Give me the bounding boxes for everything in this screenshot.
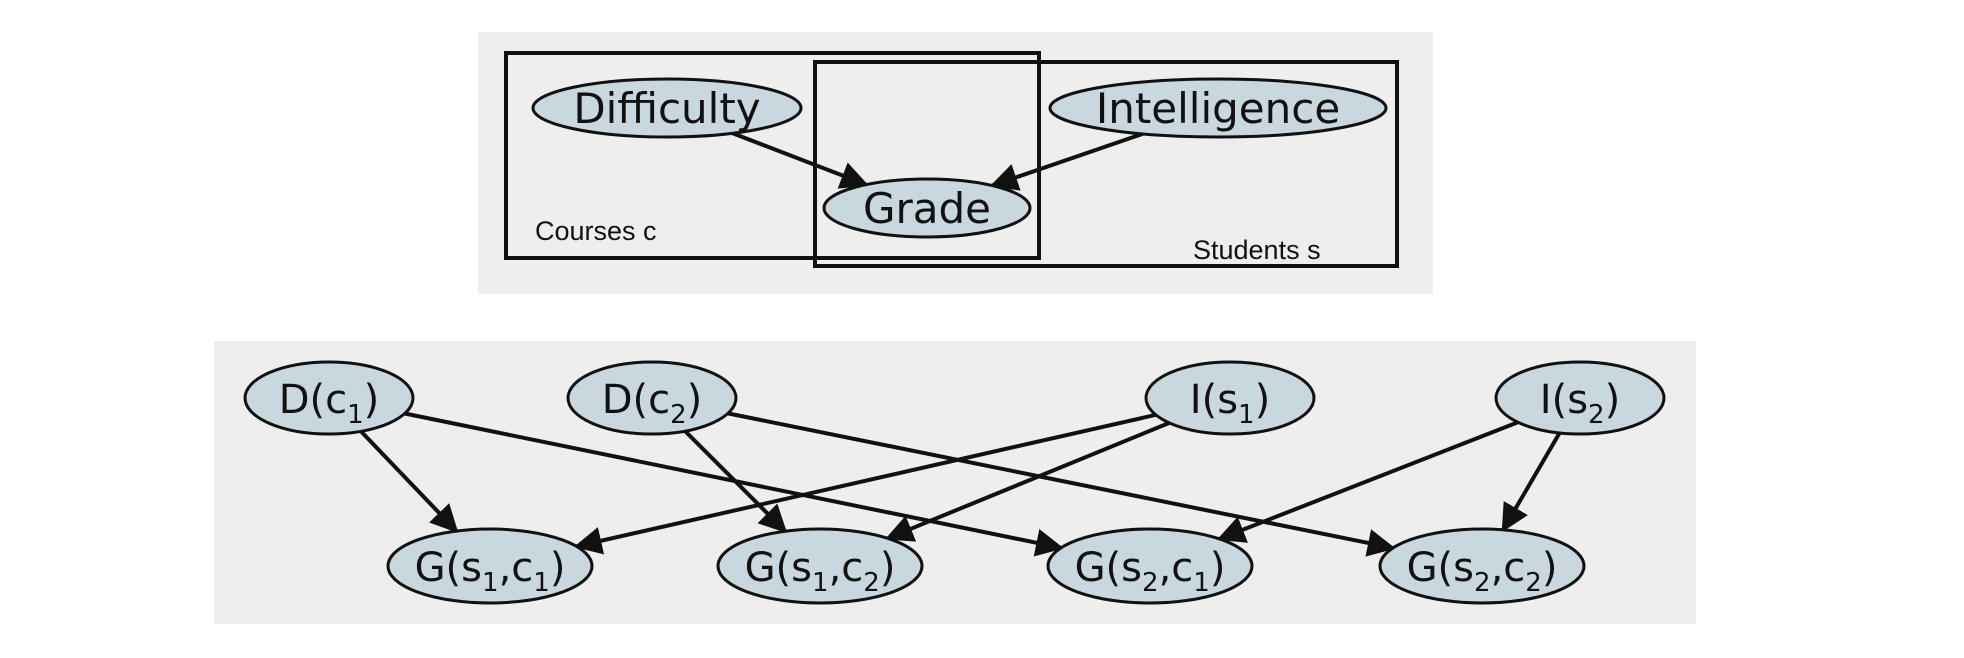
difficulty-node-shape [531,77,803,139]
i-s2-node: I(s2) [1494,360,1666,436]
courses-plate-label: Courses c [535,216,657,246]
grade-node-shape [822,177,1032,239]
intelligence-node: Intelligence [1048,77,1388,139]
edge-i-s1-to-g-s1-c1 [573,412,1157,555]
i-s2-node-shape [1494,360,1666,436]
g-s1-c2-node: G(s1,c2) [716,527,924,605]
grade-node: Grade [822,177,1032,239]
courses-plate [504,51,1041,260]
intelligence-node-label: Intelligence [1096,84,1340,133]
d-c1-node: D(c1) [243,360,415,436]
g-s2-c1-node-label: G(s2,c1) [1075,545,1226,598]
edge-i-s1-to-g-s1-c2 [885,421,1171,542]
edge-difficulty-to-grade [731,131,869,189]
g-s2-c2-node-shape [1378,527,1586,605]
g-s1-c1-node-label: G(s1,c1) [415,545,566,598]
g-s1-c2-node-label: G(s1,c2) [745,545,896,598]
g-s2-c1-node: G(s2,c1) [1046,527,1254,605]
g-s1-c1-node: G(s1,c1) [386,527,594,605]
g-s2-c2-node: G(s2,c2) [1378,527,1586,605]
i-s2-node-label: I(s2) [1540,377,1620,430]
g-s2-c2-node-label: G(s2,c2) [1407,545,1558,598]
edge-i-s2-to-g-s2-c1 [1216,420,1519,543]
d-c2-node-shape [566,360,738,436]
edge-i-s2-to-g-s2-c2 [1501,431,1562,533]
d-c2-node-label: D(c2) [602,377,703,430]
d-c1-node-label: D(c1) [279,377,380,430]
edge-d-c1-to-g-s1-c1 [359,429,459,534]
intelligence-node-shape [1048,77,1388,139]
g-s1-c1-node-shape [386,527,594,605]
template-panel [478,32,1433,294]
i-s1-node-label: I(s1) [1190,377,1270,430]
grade-node-label: Grade [863,184,991,233]
g-s1-c2-node-shape [716,527,924,605]
edge-d-c2-to-g-s2-c2 [727,411,1396,557]
edge-d-c2-to-g-s1-c2 [683,429,788,534]
d-c1-node-shape [243,360,415,436]
i-s1-node-shape [1144,360,1316,436]
template-edges [731,131,1144,191]
edge-intelligence-to-grade [989,132,1144,191]
g-s2-c1-node-shape [1046,527,1254,605]
d-c2-node: D(c2) [566,360,738,436]
difficulty-node: Difficulty [531,77,803,139]
difficulty-node-label: Difficulty [573,84,760,133]
students-plate-label: Students s [1193,235,1321,265]
i-s1-node: I(s1) [1144,360,1316,436]
ground-edges [359,411,1562,557]
